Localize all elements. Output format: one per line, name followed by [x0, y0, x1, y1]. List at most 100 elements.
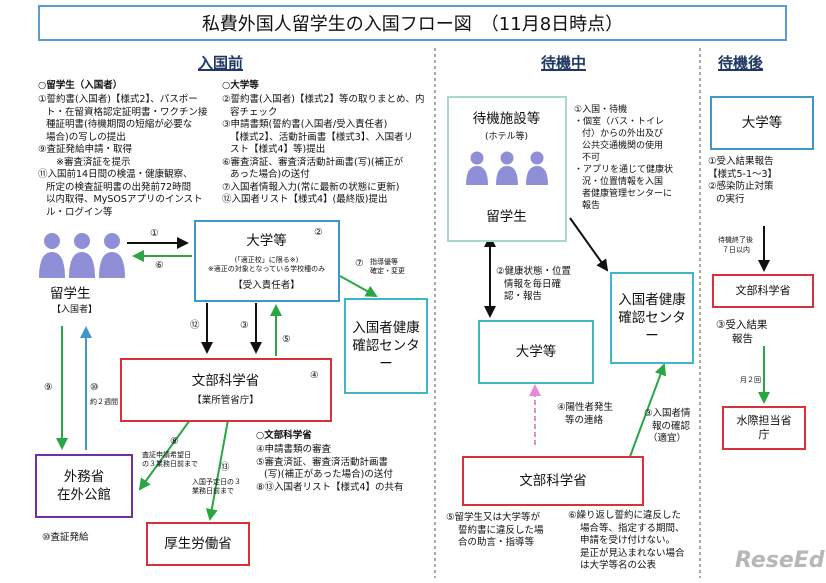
university-box-note2: ※適正の対象となっている学校種のみ	[207, 265, 326, 273]
section-waiting: 待機中	[541, 54, 587, 72]
student-item: 以内取得、MySOSアプリのインスト	[46, 194, 203, 205]
health-center-label: 入国者健康確認センター	[618, 292, 686, 344]
student-item: ⑪入国前14日間の検温・健康観察、	[38, 169, 193, 180]
waiting-note: 公共交通機関の使用	[582, 141, 664, 151]
student-item: 所定の検査証明書の出発前72時間	[46, 181, 192, 193]
step-7-note1: 指導優等	[370, 258, 398, 266]
after-note: ②感染防止対策	[708, 181, 774, 192]
student-item: 種証明書(待機期間の短縮が必要な	[46, 119, 193, 130]
step-8-note2: の３業務日前まで	[142, 460, 198, 468]
student-sublabel: 【入国者】	[52, 305, 98, 315]
arrow-note-2: ７日以内	[722, 246, 750, 254]
note-4: ④陽性者発生 等の連絡	[557, 402, 613, 427]
mext-heading: ○文部科学省	[256, 430, 312, 441]
step-5-label: ⑤	[282, 334, 291, 345]
watermark-logo: ReseEd	[735, 548, 825, 573]
university-item: ⑥審査済証、審査済活動計画書(写)(補正が	[222, 156, 404, 168]
student-item: ⑨査証発給申請・取得	[38, 144, 133, 155]
step-12-label: ⑫	[190, 320, 200, 331]
waiting-note: 付）からの外出及び	[582, 129, 664, 139]
water-ministry-box[interactable]: 水際担当省庁	[722, 406, 806, 450]
mext-box-before[interactable]: 文部科学省 【業所管省庁】 ④	[120, 358, 332, 422]
step-13-note1: 入国予定日の３	[192, 478, 241, 486]
university-item: スト【様式4】等)提出	[230, 144, 326, 155]
university-box-waiting[interactable]: 大学等	[478, 320, 594, 384]
arrow2-note: 月２回	[740, 376, 761, 384]
mext-item: ⑧⑬入国者リスト【様式4】の共有	[256, 481, 404, 493]
step-7-note2: 確定・変更	[370, 267, 405, 275]
facility-student: 留学生	[486, 209, 527, 225]
university-item: ②誓約書(入国者)【様式2】等の取りまとめ、内	[222, 94, 425, 105]
note-5-line: 合の助言・指導等	[458, 537, 535, 548]
mext-item: (写)(補正があった場合)の送付	[264, 469, 393, 480]
student-item: ル・ログイン等	[46, 206, 113, 218]
university-box[interactable]: 大学等 ② (「適正校」に限る※) ※適正の対象となっている学校種のみ 【受入責…	[194, 220, 340, 302]
mext-box-title: 文部科学省	[191, 373, 260, 389]
note-6-line: 場合等、指定する期間、	[580, 522, 685, 534]
mext-item: ④申請書類の審査	[256, 444, 332, 455]
waiting-notes: ①入国・待機 ・個室（バス・トイレ 付）からの外出及び 公共交通機関の使用 不可…	[574, 104, 673, 212]
university-item: ⑦入国者情報入力(常に最新の状態に更新)	[222, 181, 400, 193]
step-7-label: ⑦	[355, 258, 364, 269]
student-item: ト・在留資格認定証明書・ワクチン接	[46, 106, 208, 118]
university-box-num: ②	[314, 227, 323, 238]
note-3-line: 報の確認	[652, 420, 691, 432]
note-3-line: （適宜）	[648, 433, 687, 444]
university-box-after[interactable]: 大学等	[710, 96, 814, 150]
section-after: 待機後	[718, 54, 764, 72]
health-center-box-waiting[interactable]: 入国者健康確認センター	[610, 272, 694, 364]
step-8-label: ⑧	[170, 436, 179, 447]
university-box-sub: 【受入責任者】	[233, 280, 300, 291]
student-item: ①誓約書(入国者)【様式2】、パスポー	[38, 94, 198, 105]
university-item-list: ②誓約書(入国者)【様式2】等の取りまとめ、内 容チェック ③申請書類(誓約書(…	[222, 94, 424, 207]
step-9-label: ⑨	[44, 382, 53, 393]
mext-label: 文部科学省	[735, 283, 791, 297]
step-3-label: ③	[240, 320, 249, 331]
note-5-line: 誓約書に違反した場	[458, 524, 544, 536]
mext-box-after[interactable]: 文部科学省	[712, 274, 814, 308]
report-note-line: 認・報告	[504, 291, 543, 302]
waiting-note: ・アプリを通じて健康状	[574, 165, 674, 175]
step-10-label: ⑩	[90, 382, 99, 393]
mofa-box[interactable]: 外務省 在外公館	[35, 454, 133, 518]
waiting-note: 報告	[582, 201, 601, 211]
waiting-facility-box[interactable]: 待機施設等 (ホテル等) 留学生	[447, 96, 567, 242]
step-13-label: ⑬	[220, 462, 230, 473]
university-box-title: 大学等	[246, 233, 287, 249]
university-label: 大学等	[515, 344, 557, 360]
after-note: 【様式5-1～3】	[708, 168, 778, 180]
mext-label: 文部科学省	[519, 473, 587, 489]
step-1-label: ①	[150, 228, 159, 239]
note-4-line: 等の連絡	[565, 414, 604, 426]
note-6-line: は大学等名の公表	[580, 560, 657, 571]
mhlw-box[interactable]: 厚生労働省	[146, 522, 250, 566]
mext-box-sub: 【業所管省庁】	[192, 395, 259, 406]
mofa-label: 外務省 在外公館	[57, 469, 111, 503]
university-item: 容チェック	[230, 106, 278, 118]
after-note-3-line: 報告	[732, 333, 753, 345]
university-label: 大学等	[741, 115, 783, 131]
university-item: 【様式2】、活動計画書【様式3】、入国者リ	[230, 131, 414, 143]
note-6-line: 是正が見込まれない場合	[580, 547, 685, 559]
waiting-note: ①入国・待機	[574, 105, 628, 115]
note-3-line: ③入国者情	[644, 408, 691, 419]
note-6: ⑥繰り返し誓約に違反した 場合等、指定する期間、 申請を受け付けない。 是正が見…	[568, 510, 685, 573]
waiting-note: ・個室（バス・トイレ	[574, 117, 665, 127]
student-heading: ○留学生（入国者）	[38, 80, 123, 91]
note-3: ③入国者情 報の確認 （適宜）	[644, 408, 691, 446]
student-item-list: ①誓約書(入国者)【様式2】、パスポー ト・在留資格認定証明書・ワクチン接 種証…	[38, 94, 208, 219]
mhlw-label: 厚生労働省	[164, 536, 232, 552]
mext-box-waiting[interactable]: 文部科学省	[462, 456, 644, 506]
report-note-line: 情報を毎日確	[504, 278, 562, 290]
people-icon	[37, 230, 127, 280]
university-heading: ○大学等	[222, 80, 259, 91]
note-6-line: 申請を受け付けない。	[580, 535, 676, 546]
university-item: あった場合)の送付	[230, 169, 310, 180]
health-center-box-before[interactable]: 入国者健康確認センター	[344, 298, 428, 394]
after-note: の実行	[716, 193, 745, 205]
student-item: ※審査済証を提示	[56, 156, 131, 168]
facility-sub: (ホテル等)	[484, 132, 529, 142]
university-item: ⑫入国者リスト【様式4】(最終版)提出	[222, 194, 388, 205]
people-icon	[463, 150, 551, 186]
